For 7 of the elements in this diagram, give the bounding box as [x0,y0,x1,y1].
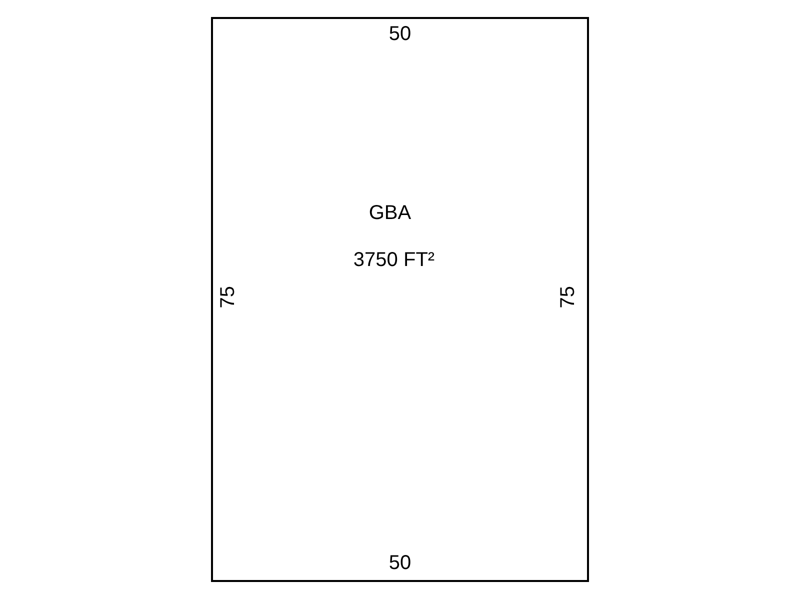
dimension-label: 50 [388,553,412,573]
dimension-label: 50 [388,24,412,44]
floor-plan-outline [211,17,589,582]
dimension-label: 75 [218,286,238,308]
area-value: 3750 FT² [353,250,435,270]
area-name: GBA [368,203,412,223]
dimension-label: 75 [558,286,578,308]
